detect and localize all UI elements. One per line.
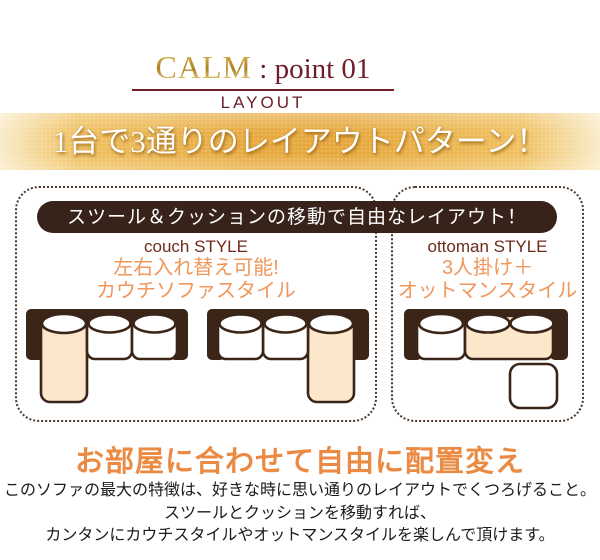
section-header: CALM : point 01 LAYOUT <box>0 50 526 113</box>
ottoman-feature-line-2: オットマンスタイル <box>397 279 578 302</box>
ottoman-feature-line-1: 3人掛け＋ <box>441 257 534 279</box>
footer-line-3: カンタンにカウチスタイルやオットマンスタイルを楽しんで頂けます。 <box>45 527 555 544</box>
point-number: point 01 <box>274 53 371 85</box>
couch-panel-texts: couch STYLE 左右入れ替え可能! カウチソファスタイル <box>15 237 377 302</box>
three-seater-with-ottoman-diagram <box>404 309 568 410</box>
header-divider <box>132 89 394 91</box>
brand-name: CALM <box>155 49 252 85</box>
layout-badge: スツール＆クッションの移動で自由なレイアウト！ <box>37 201 557 233</box>
footer-heading: お部屋に合わせて自由に配置変え <box>74 446 525 478</box>
title-separator: : <box>252 53 275 85</box>
layout-badge-label: スツール＆クッションの移動で自由なレイアウト！ <box>66 207 527 228</box>
section-subtitle: LAYOUT <box>220 93 306 112</box>
couch-feature-line-1: 左右入れ替え可能! <box>113 257 279 279</box>
gold-banner: 1台で3通りのレイアウトパターン！ <box>0 113 600 170</box>
banner-title: 1台で3通りのレイアウトパターン！ <box>52 124 548 159</box>
ottoman-style-label: ottoman STYLE <box>427 237 548 256</box>
section-title: CALM : point 01 <box>0 50 526 86</box>
couch-left-layout-diagram <box>26 309 188 404</box>
footer-line-2: スツールとクッションを移動すれば、 <box>163 504 436 522</box>
footer-description: このソファの最大の特徴は、好きな時に思い通りのレイアウトでくつろげること。 スツ… <box>0 480 600 548</box>
ottoman-panel-texts: ottoman STYLE 3人掛け＋ オットマンスタイル <box>391 237 584 302</box>
couch-right-layout-diagram <box>207 309 369 404</box>
couch-style-label: couch STYLE <box>144 237 248 256</box>
couch-feature-line-2: カウチソファスタイル <box>96 279 296 302</box>
footer-line-1: このソファの最大の特徴は、好きな時に思い通りのレイアウトでくつろげること。 <box>3 482 596 499</box>
